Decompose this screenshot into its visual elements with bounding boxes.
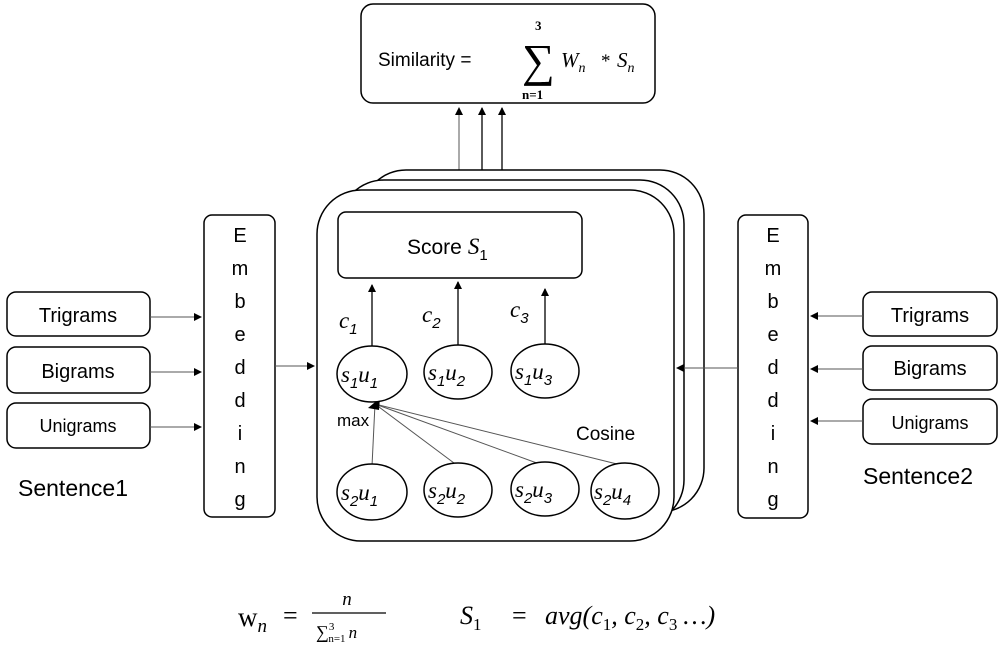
left-input-unigrams: Unigrams xyxy=(6,402,151,449)
left-embedding-letter: b xyxy=(234,291,245,313)
right-embedding-letter: i xyxy=(771,423,775,445)
right-inputs: Trigrams Bigrams Unigrams xyxy=(676,291,998,445)
svg-text:avg(c1, c2, c3…): avg(c1, c2, c3…) xyxy=(545,601,715,634)
left-embedding-letter: m xyxy=(232,258,249,280)
left-input-trigrams: Trigrams xyxy=(6,291,151,337)
node-s2u1: s2u1 xyxy=(336,463,408,521)
node-s2u3: s2u3 xyxy=(510,461,580,517)
left-embedding-letter: e xyxy=(234,324,245,346)
cosine-label: Cosine xyxy=(576,424,635,445)
sum-upper-limit: 3 xyxy=(535,18,542,33)
right-embedding-letter: m xyxy=(765,258,782,280)
right-embedding-letter: d xyxy=(767,357,778,379)
node-s2u4: s2u4 xyxy=(590,462,660,520)
svg-text:=: = xyxy=(283,601,298,630)
c-label-1: c1 xyxy=(339,308,358,338)
sentence2-label: Sentence2 xyxy=(863,463,973,489)
right-embedding-letter: E xyxy=(766,225,779,247)
right-input-unigrams: Unigrams xyxy=(862,398,998,445)
left-inputs: Trigrams Bigrams Unigrams xyxy=(6,291,315,449)
stacked-score-frames xyxy=(316,169,705,542)
right-embedding-letter: n xyxy=(767,456,778,478)
svg-text:s2u3: s2u3 xyxy=(515,477,553,507)
right-embedding-letter: g xyxy=(767,489,778,511)
svg-text:n: n xyxy=(342,589,352,610)
svg-text:Bigrams: Bigrams xyxy=(41,361,114,383)
right-embedding-letter: b xyxy=(767,291,778,313)
sum-lower-limit: n=1 xyxy=(522,87,543,102)
score-average-formula: S1 = avg(c1, c2, c3…) xyxy=(460,601,715,634)
svg-text:s2u1: s2u1 xyxy=(341,480,378,510)
score-term: Sn xyxy=(617,48,635,76)
max-connection-lines xyxy=(368,398,626,467)
weight-term: Wn xyxy=(561,48,586,76)
right-embedding-letter: e xyxy=(767,324,778,346)
left-embedding-letter: i xyxy=(238,423,242,445)
svg-text:S1: S1 xyxy=(460,601,482,634)
svg-text:Trigrams: Trigrams xyxy=(891,305,969,327)
svg-text:Unigrams: Unigrams xyxy=(39,416,116,436)
node-s1u1: s1u1 xyxy=(336,345,408,403)
right-input-bigrams: Bigrams xyxy=(862,345,998,391)
left-input-bigrams: Bigrams xyxy=(6,346,151,394)
left-embedding-letter: d xyxy=(234,357,245,379)
svg-text:s1u3: s1u3 xyxy=(515,359,553,389)
top-nodes: s1u1 s1u2 s1u3 xyxy=(336,343,580,403)
max-label: max xyxy=(337,411,370,430)
multiply-symbol: * xyxy=(601,51,611,72)
c-labels: c1 c2 c3 xyxy=(339,297,529,338)
svg-text:s1u2: s1u2 xyxy=(428,360,466,390)
svg-text:Trigrams: Trigrams xyxy=(39,305,117,327)
node-s1u2: s1u2 xyxy=(423,344,493,400)
cosine-to-score-arrows xyxy=(368,281,549,346)
sentence1-label: Sentence1 xyxy=(18,475,128,501)
c-label-3: c3 xyxy=(510,297,529,327)
sum-symbol: ∑ xyxy=(522,35,555,86)
svg-text:s2u2: s2u2 xyxy=(428,478,466,508)
left-embedding-letter: n xyxy=(234,456,245,478)
similarity-formula-box: Similarity = ∑ 3 n=1 Wn * Sn xyxy=(360,3,656,104)
svg-text:∑3n=1n: ∑3n=1n xyxy=(316,621,357,645)
c-label-2: c2 xyxy=(422,302,441,332)
right-input-trigrams: Trigrams xyxy=(862,291,998,337)
left-embedding-letter: E xyxy=(233,225,246,247)
svg-text:=: = xyxy=(512,601,527,630)
svg-text:Bigrams: Bigrams xyxy=(893,358,966,380)
node-s2u2: s2u2 xyxy=(423,462,493,518)
bottom-nodes: s2u1 s2u2 s2u3 s2u4 xyxy=(336,461,660,521)
similarity-label: Similarity = xyxy=(378,50,471,71)
svg-text:wn: wn xyxy=(238,602,267,637)
right-embedding-letter: d xyxy=(767,390,778,412)
svg-text:Unigrams: Unigrams xyxy=(891,413,968,433)
svg-text:s1u1: s1u1 xyxy=(341,362,378,392)
left-embedding-letter: g xyxy=(234,489,245,511)
left-embedding-letter: d xyxy=(234,390,245,412)
node-s1u3: s1u3 xyxy=(510,343,580,399)
svg-text:s2u4: s2u4 xyxy=(594,479,631,509)
